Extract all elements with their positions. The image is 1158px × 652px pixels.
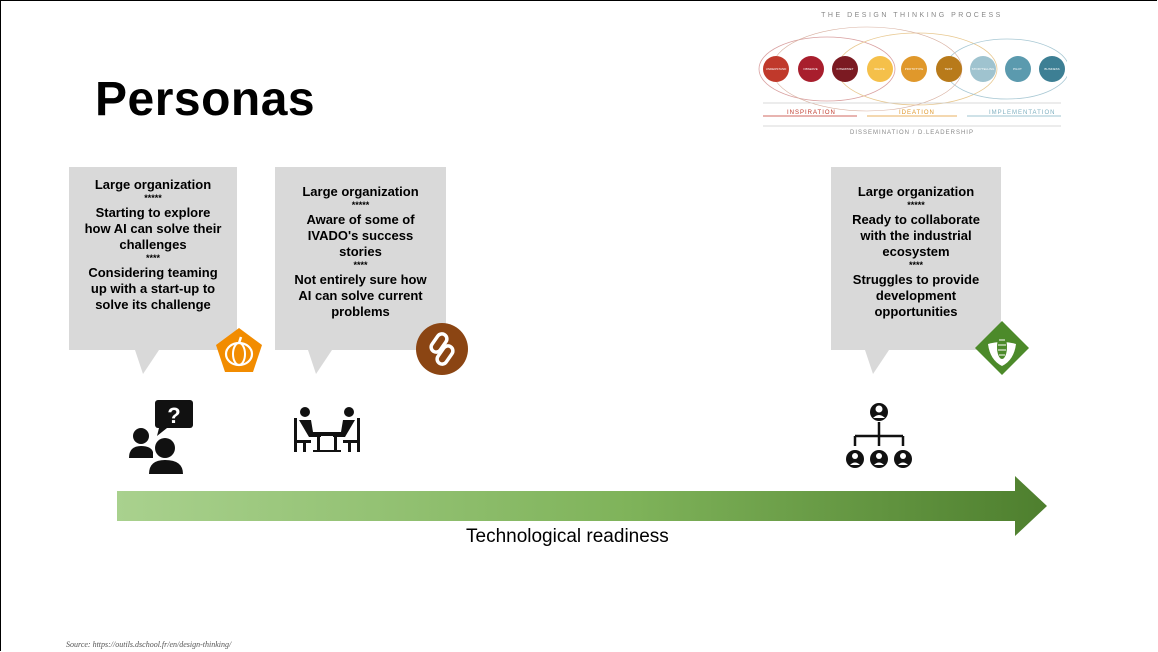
chain-link-icon [416,323,468,375]
meeting-table-icon [294,407,360,452]
readiness-label: Technological readiness [466,526,669,547]
persona-line: Struggles to provide development opportu… [852,272,980,319]
design-thinking-graphic: THE DESIGN THINKING PROCESS UNDERSTAND OB… [757,6,1067,164]
persona-callout-1: Large organization ***** Starting to exp… [69,167,237,374]
design-thinking-loops [758,26,1067,127]
persona-line: Ready to collaborate with the industrial… [852,212,980,259]
svg-text:?: ? [167,403,180,428]
separator: **** [353,260,368,270]
phase-implementation: IMPLEMENTATION [989,110,1056,116]
separator: ***** [144,193,162,203]
design-step-circle: TEST [935,56,962,82]
persona-line: Considering teaming up with a start-up t… [88,265,218,312]
separator: **** [908,260,923,270]
design-step-circle: PILOT [1004,56,1031,82]
separator: ***** [351,200,370,210]
readiness-arrow [117,476,1047,536]
design-step-circle: STORYTELLING [970,56,996,82]
callout-tail [865,350,889,374]
persona-line: Starting to explore how AI can solve the… [84,205,222,252]
design-step-circle: OBSERVE [797,56,824,82]
corn-icon [975,321,1029,375]
persona-heading: Large organization [94,177,212,192]
persona-callout-2: Large organization ***** Aware of some o… [275,167,446,374]
persona-line: Not entirely sure how AI can solve curre… [294,272,427,319]
design-step-circle: PROTOTYPE [901,56,927,82]
persona-heading: Large organization [857,184,975,199]
design-step-circle: BUSINESS MODEL [1039,56,1065,82]
persona-callout-3: Large organization ***** Ready to collab… [831,167,1001,374]
separator: **** [145,253,160,263]
separator: ***** [907,200,925,210]
design-step-circle: UNDERSTAND [763,56,789,82]
pumpkin-icon [216,328,262,372]
user-question-icon: ? [129,400,193,474]
phase-inspiration: INSPIRATION [787,110,836,116]
design-thinking-title: THE DESIGN THINKING PROCESS [821,12,1003,19]
org-chart-icon [846,403,912,468]
callout-tail [308,350,332,374]
dissemination-label: DISSEMINATION / D.LEADERSHIP [850,130,974,136]
callout-tail [135,350,159,374]
design-step-circle: INTERPRET [832,56,858,82]
persona-heading: Large organization [302,184,419,199]
persona-line: Aware of some of IVADO's success stories [306,212,415,259]
design-step-circle: IDEATE [866,56,893,82]
source-citation: Source: https://outils.dschool.fr/en/des… [66,640,232,649]
phase-ideation: IDEATION [899,110,935,116]
slide-title: Personas [95,73,316,126]
